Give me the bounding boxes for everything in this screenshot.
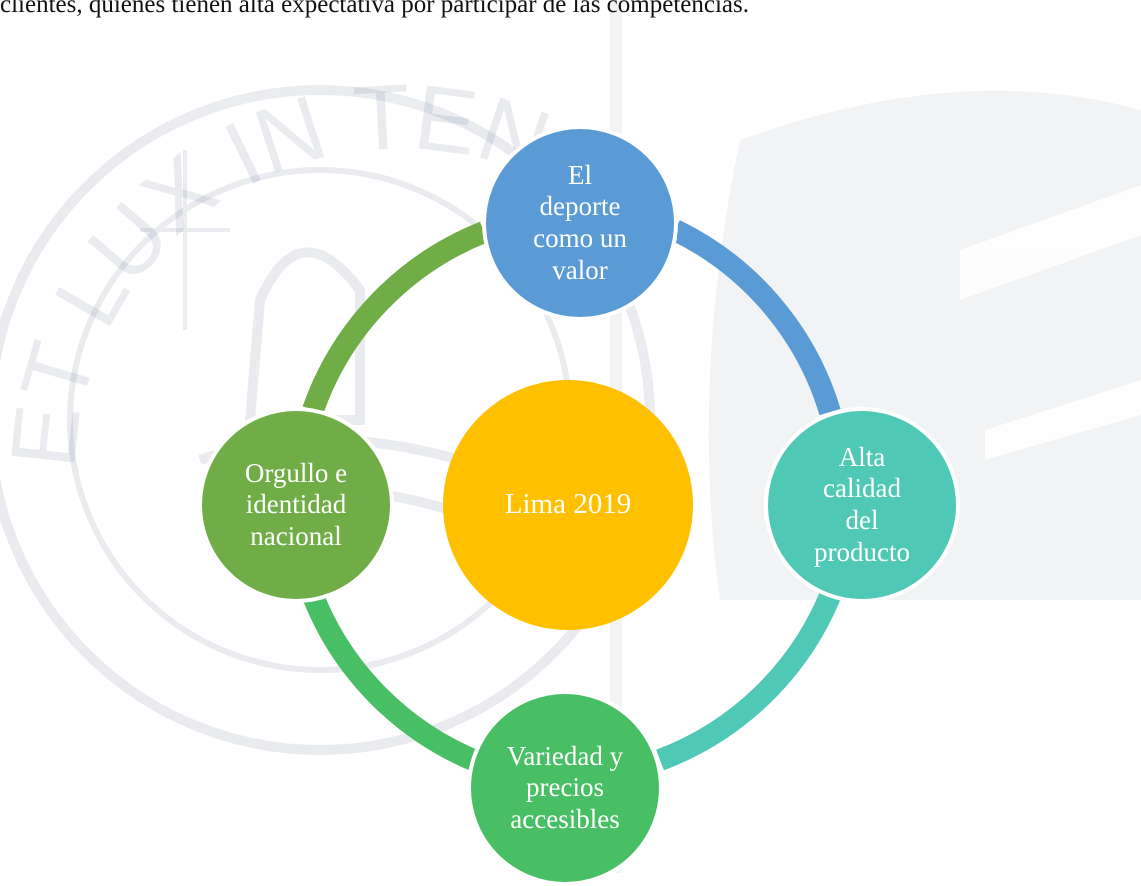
connector-left-top — [302, 221, 489, 414]
node-bottom: Variedad y precios accesibles — [467, 690, 663, 886]
node-left-label: Orgullo e identidad nacional — [244, 457, 348, 551]
node-bottom-label: Variedad y precios accesibles — [506, 740, 624, 834]
center-node-label: Lima 2019 — [504, 488, 632, 521]
node-right-label: Alta calidad del producto — [814, 441, 910, 567]
node-left: Orgullo e identidad nacional — [198, 407, 394, 603]
center-node: Lima 2019 — [443, 380, 693, 630]
connector-right-bottom — [656, 591, 841, 771]
node-right: Alta calidad del producto — [764, 407, 960, 603]
node-top-label: El deporte como un valor — [533, 159, 627, 285]
connector-bottom-left — [302, 591, 483, 773]
connector-top-right — [670, 220, 841, 416]
intro-paragraph: clientes, quienes tienen alta expectativ… — [0, 0, 749, 18]
node-top: El deporte como un valor — [482, 125, 678, 321]
